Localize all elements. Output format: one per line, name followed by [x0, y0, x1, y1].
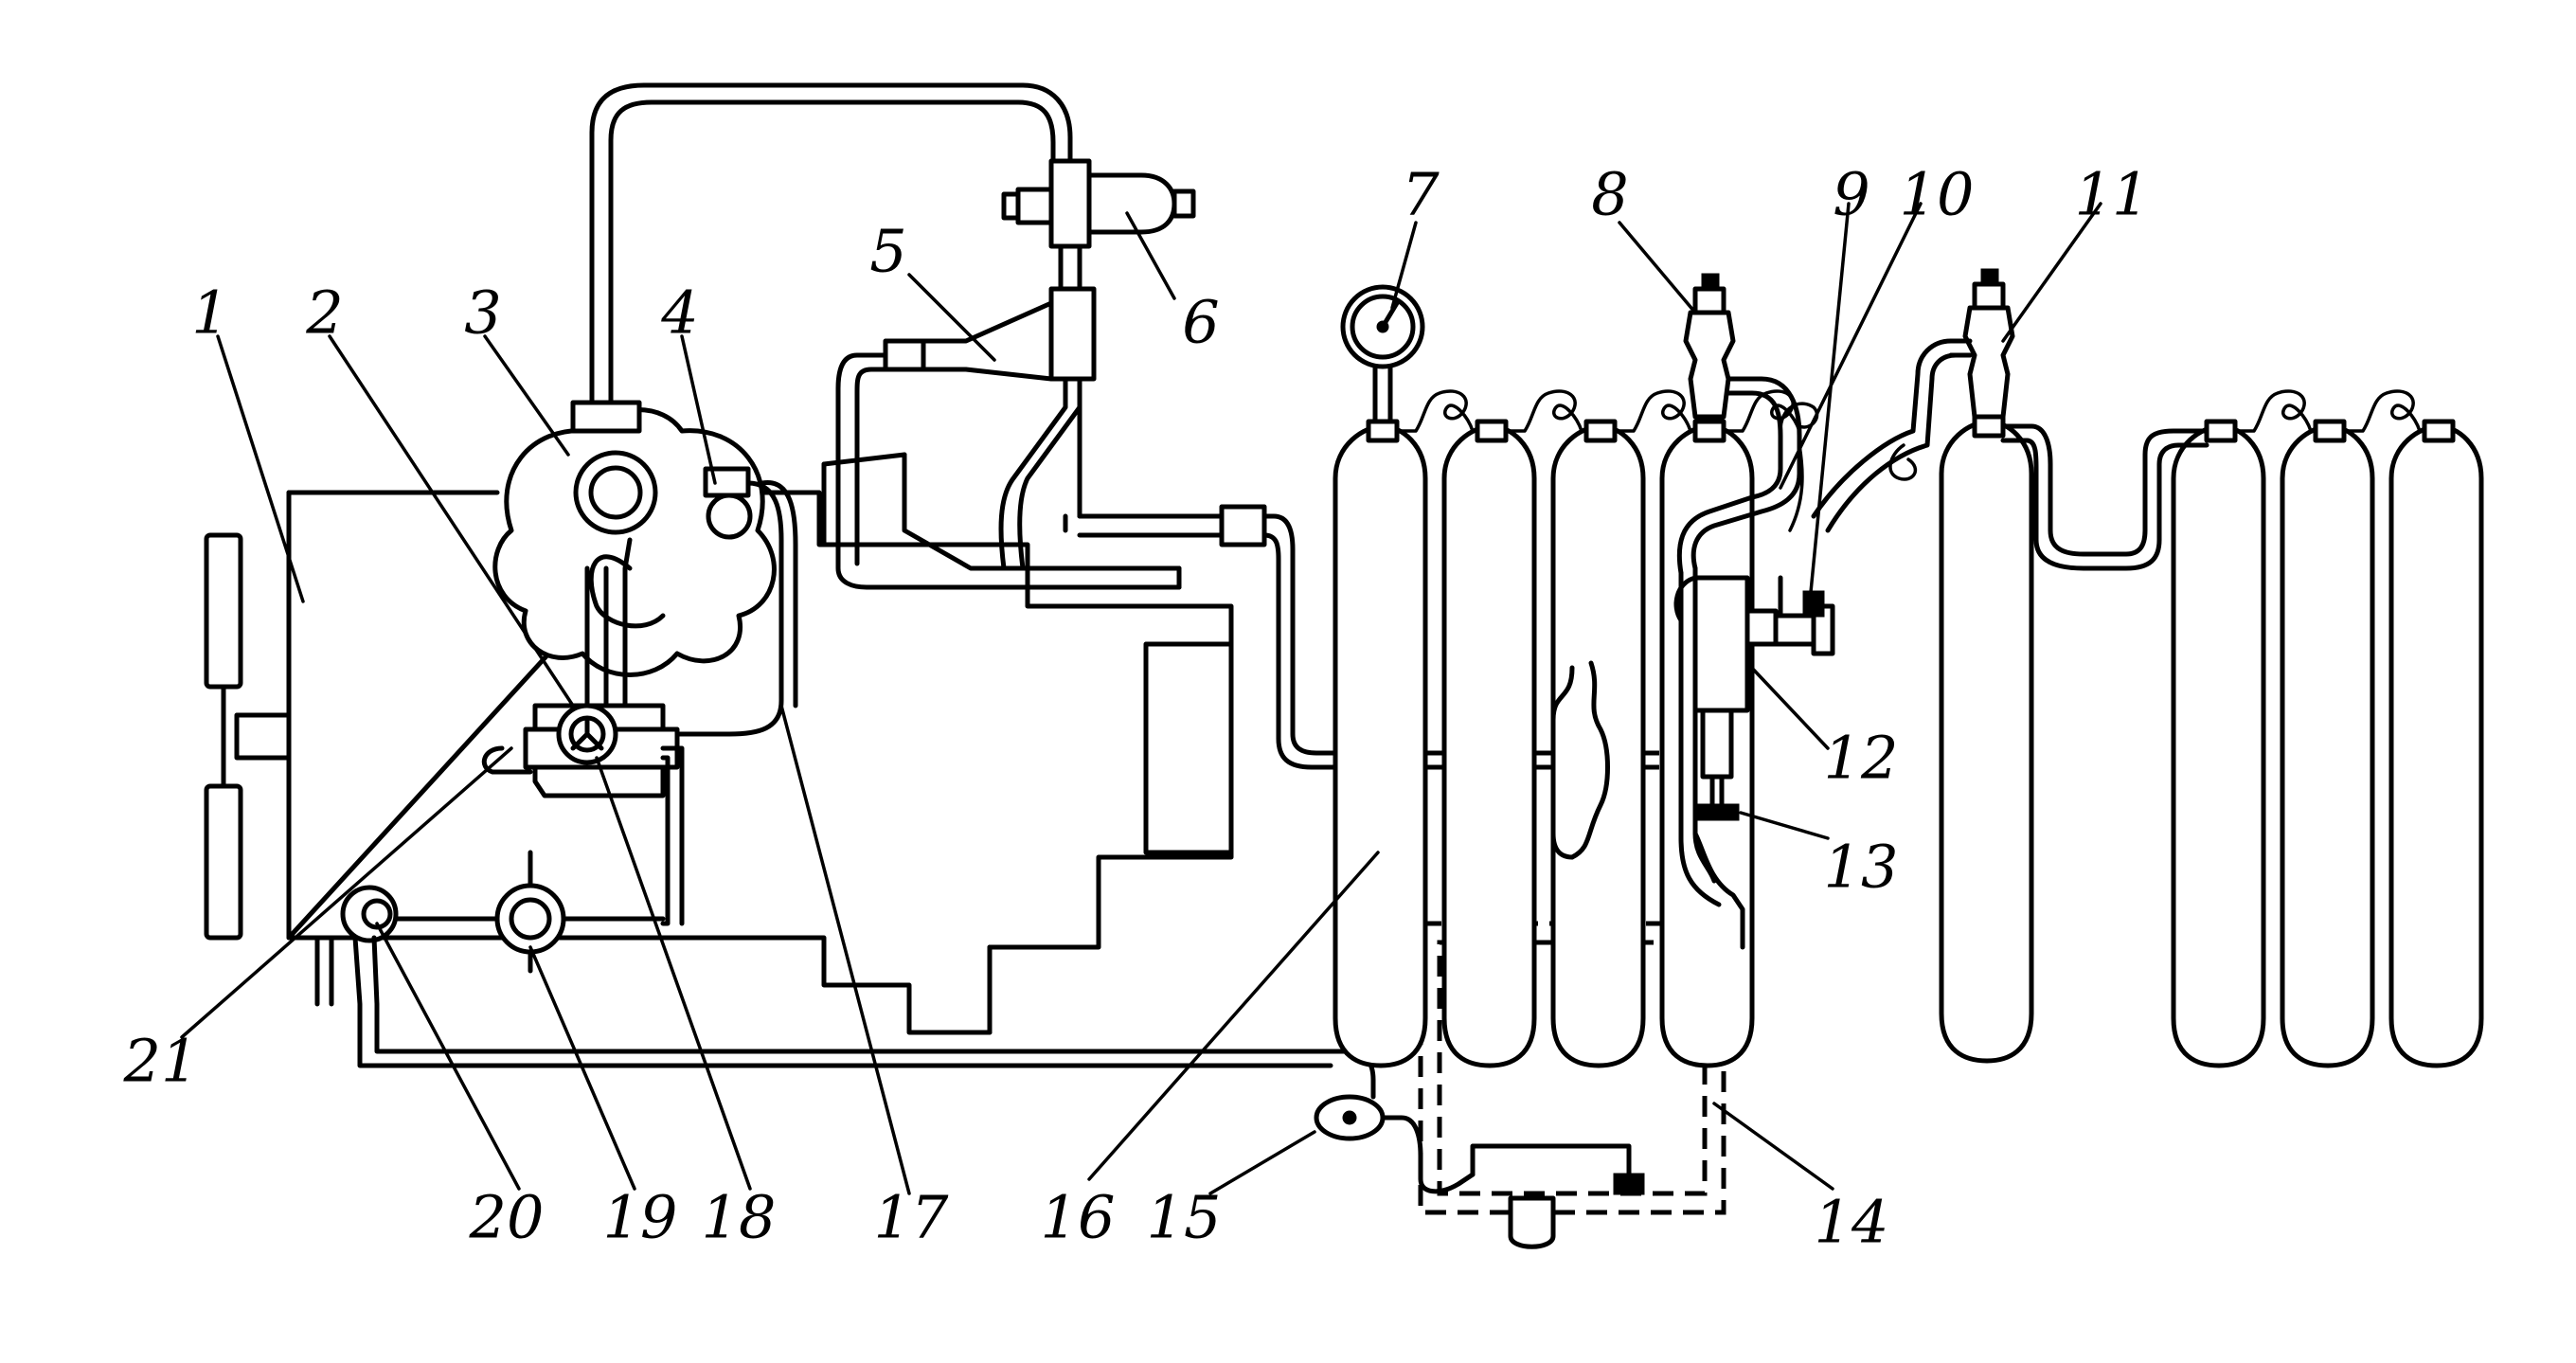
- callout-14: 14: [1815, 1188, 1889, 1257]
- callout-9: 9: [1833, 160, 1869, 229]
- callout-13: 13: [1824, 833, 1899, 902]
- callout-12: 12: [1824, 724, 1899, 793]
- cylinder-interconnect: [1550, 660, 1745, 950]
- callout-16: 16: [1041, 1183, 1116, 1252]
- callout-6: 6: [1182, 288, 1219, 357]
- filling-valve-8: [1683, 273, 1736, 420]
- callout-18: 18: [702, 1183, 777, 1252]
- item-20: [314, 885, 1333, 1068]
- engine-fan: [204, 532, 292, 941]
- callout-15: 15: [1147, 1183, 1222, 1252]
- callout-8: 8: [1591, 160, 1628, 229]
- valve-block-12: [1673, 575, 1835, 821]
- leader-lines: [180, 202, 2102, 1195]
- callout-11: 11: [2075, 160, 2150, 229]
- item-15-coupling: [1314, 1049, 1632, 1194]
- cylinder-group-b: [1939, 389, 2484, 1068]
- solenoid-valve-6: [1001, 158, 1196, 296]
- callout-19: 19: [603, 1183, 678, 1252]
- callout-labels: 1 2 3 4 5 6 7 8 9 10 11 12 13 14 15 16 1…: [123, 160, 2150, 1257]
- callout-1: 1: [191, 278, 228, 348]
- callout-2: 2: [305, 278, 343, 348]
- callout-3: 3: [464, 278, 501, 348]
- reducer-feed-pipe: [584, 537, 633, 708]
- callout-17: 17: [874, 1183, 949, 1252]
- high-pressure-lines: [1676, 338, 1973, 884]
- callout-5: 5: [869, 217, 906, 286]
- callout-21: 21: [123, 1027, 199, 1096]
- callout-7: 7: [1402, 160, 1440, 229]
- pressure-gauge-7: [1340, 284, 1425, 424]
- valve-11: [1948, 268, 2015, 420]
- callout-10: 10: [1900, 160, 1975, 229]
- item-4-valve: [670, 466, 798, 737]
- callout-20: 20: [469, 1183, 545, 1252]
- water-pump-19: [385, 850, 666, 974]
- gas-filter-5: [835, 286, 1210, 590]
- pipe-top-loop: [589, 82, 1073, 405]
- callout-4: 4: [660, 278, 698, 348]
